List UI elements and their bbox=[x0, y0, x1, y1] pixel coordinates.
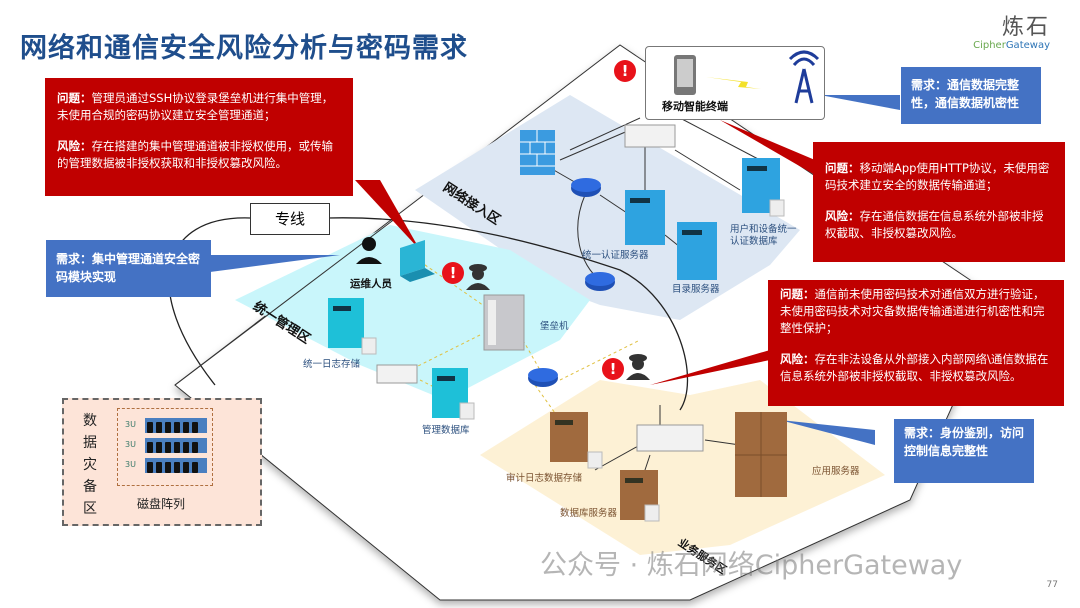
disaster-recovery-label: 数 据 灾 备 区 bbox=[80, 410, 100, 520]
risk-body: 存在非法设备从外部接入内部网络\通信数据在信息系统外部被非授权截取、非授权篡改风… bbox=[780, 352, 1049, 383]
dedicated-line-label: 专线 bbox=[250, 203, 330, 235]
switch-icon bbox=[636, 424, 704, 452]
switch-icon bbox=[376, 364, 418, 384]
problem-text: 问题：通信前未使用密码技术对通信双方进行验证，未使用密码技术对灾备数据传输通道进… bbox=[780, 286, 1052, 337]
zone-unified-management-area bbox=[235, 225, 590, 400]
label-management-db: 管理数据库 bbox=[422, 425, 470, 436]
mobile-terminal-label: 移动智能终端 bbox=[662, 100, 728, 113]
risk-label: 风险： bbox=[780, 352, 815, 366]
disk-unit-label: 3U bbox=[125, 440, 136, 449]
problem-text: 问题：管理员通过SSH协议登录堡垒机进行集中管理，未使用合规的密码协议建立安全管… bbox=[57, 90, 341, 124]
problem-label: 问题： bbox=[780, 287, 815, 301]
risk-label: 风险： bbox=[825, 209, 860, 223]
alert-icon: ! bbox=[442, 262, 464, 284]
server-rack-icon bbox=[735, 412, 787, 497]
laptop-icon bbox=[400, 240, 435, 282]
req-mobile-pointer bbox=[820, 95, 900, 110]
problem-body: 通信前未使用密码技术对通信双方进行验证，未使用密码技术对灾备数据传输通道进行机密… bbox=[780, 287, 1045, 335]
hacker-icon bbox=[466, 264, 490, 290]
dr-char: 数 bbox=[83, 413, 97, 429]
page-number: 77 bbox=[1046, 580, 1058, 590]
database-icon bbox=[361, 199, 785, 522]
mgmt-callout-pointer bbox=[355, 180, 420, 250]
label-bastion-host: 堡垒机 bbox=[540, 321, 569, 332]
server-icon bbox=[677, 222, 717, 280]
req-mgmt-pointer bbox=[210, 255, 340, 272]
firewall-icon bbox=[520, 130, 555, 175]
mobile-terminal-box bbox=[645, 46, 825, 120]
disk-shelf-icon bbox=[145, 458, 207, 473]
dr-char: 灾 bbox=[83, 457, 97, 473]
smartphone-icon bbox=[674, 55, 696, 95]
router-icon bbox=[585, 272, 615, 291]
alert-icon: ! bbox=[614, 60, 636, 82]
logo-name-cn: 炼石 bbox=[1001, 15, 1050, 40]
server-icon bbox=[620, 470, 658, 520]
callout-communication: 问题：通信前未使用密码技术对通信双方进行验证，未使用密码技术对灾备数据传输通道进… bbox=[768, 280, 1064, 406]
label-database-server: 数据库服务器 bbox=[560, 508, 618, 519]
risk-text: 风险：存在非法设备从外部接入内部网络\通信数据在信息系统外部被非授权截取、非授权… bbox=[780, 351, 1052, 385]
label-unified-log-storage: 统一日志存储 bbox=[303, 359, 361, 370]
ops-person-icon bbox=[356, 237, 382, 264]
label-user-device-auth-db-line1: 用户和设备统一 bbox=[730, 224, 797, 235]
callout-management-channel: 问题：管理员通过SSH协议登录堡垒机进行集中管理，未使用合规的密码协议建立安全管… bbox=[45, 78, 353, 196]
router-icon bbox=[528, 368, 558, 387]
router-icon bbox=[571, 178, 601, 197]
dr-char: 备 bbox=[83, 479, 97, 495]
disk-unit-label: 3U bbox=[125, 420, 136, 429]
slide-title: 网络和通信安全风险分析与密码需求 bbox=[20, 33, 468, 64]
risk-text: 风险：存在搭建的集中管理通道被非授权使用，或传输的管理数据被非授权获取和非授权篡… bbox=[57, 138, 341, 172]
wireless-signal-icon bbox=[706, 77, 761, 89]
requirement-identity-access: 需求：身份鉴别，访问控制信息完整性 bbox=[894, 419, 1034, 483]
disk-unit-label: 3U bbox=[125, 460, 136, 469]
risk-text: 风险：存在通信数据在信息系统外部被非授权截取、非授权篡改风险。 bbox=[825, 208, 1053, 242]
requirement-management-channel: 需求：集中管理通道安全密码模块实现 bbox=[46, 240, 211, 297]
bastion-host-icon bbox=[483, 294, 525, 351]
callout-mobile-app: 问题：移动端App使用HTTP协议，未使用密码技术建立安全的数据传输通道； 风险… bbox=[813, 142, 1065, 262]
watermark: 公众号 · 炼石网络CipherGateway bbox=[540, 550, 963, 581]
label-directory-server: 目录服务器 bbox=[672, 284, 720, 295]
logo-name-en-cipher: Cipher bbox=[973, 40, 1006, 51]
disk-shelf-icon bbox=[145, 418, 207, 433]
disk-shelf-icon bbox=[145, 438, 207, 453]
requirement-mobile-communication: 需求：通信数据完整性，通信数据机密性 bbox=[901, 67, 1041, 124]
risk-body: 存在通信数据在信息系统外部被非授权截取、非授权篡改风险。 bbox=[825, 209, 1044, 240]
antenna-tower-icon bbox=[788, 50, 820, 104]
problem-label: 问题： bbox=[825, 161, 860, 175]
hacker-icon bbox=[626, 354, 650, 380]
alert-icon: ! bbox=[602, 358, 624, 380]
risk-body: 存在搭建的集中管理通道被非授权使用，或传输的管理数据被非授权获取和非授权篡改风险… bbox=[57, 139, 333, 170]
dr-char: 区 bbox=[83, 501, 97, 517]
problem-text: 问题：移动端App使用HTTP协议，未使用密码技术建立安全的数据传输通道； bbox=[825, 160, 1053, 194]
disk-array-label: 磁盘阵列 bbox=[137, 497, 186, 511]
label-ops-staff: 运维人员 bbox=[350, 278, 392, 290]
comm-callout-pointer bbox=[650, 350, 770, 385]
label-unified-auth-server: 统一认证服务器 bbox=[582, 250, 649, 261]
problem-body: 移动端App使用HTTP协议，未使用密码技术建立安全的数据传输通道； bbox=[825, 161, 1050, 192]
mobile-callout-pointer bbox=[720, 120, 815, 175]
label-user-device-auth-db-line2: 认证数据库 bbox=[730, 236, 778, 247]
switch-icon bbox=[624, 124, 676, 148]
problem-label: 问题： bbox=[57, 91, 92, 105]
req-identity-pointer bbox=[780, 420, 875, 445]
logo-name-en-gateway: Gateway bbox=[1005, 40, 1050, 51]
brand-logo: 炼石 CipherGateway bbox=[973, 16, 1050, 52]
dr-char: 据 bbox=[83, 435, 97, 451]
server-icon bbox=[625, 190, 665, 245]
label-audit-log-storage: 审计日志数据存储 bbox=[506, 473, 583, 484]
label-application-server: 应用服务器 bbox=[812, 466, 860, 477]
logo-name-en: CipherGateway bbox=[973, 40, 1050, 52]
server-icon bbox=[550, 412, 588, 462]
mobile-terminal-graphics bbox=[674, 50, 820, 104]
problem-body: 管理员通过SSH协议登录堡垒机进行集中管理，未使用合规的密码协议建立安全管理通道… bbox=[57, 91, 334, 122]
disk-array-box bbox=[117, 408, 213, 486]
server-icon bbox=[328, 298, 364, 348]
risk-label: 风险： bbox=[57, 139, 92, 153]
